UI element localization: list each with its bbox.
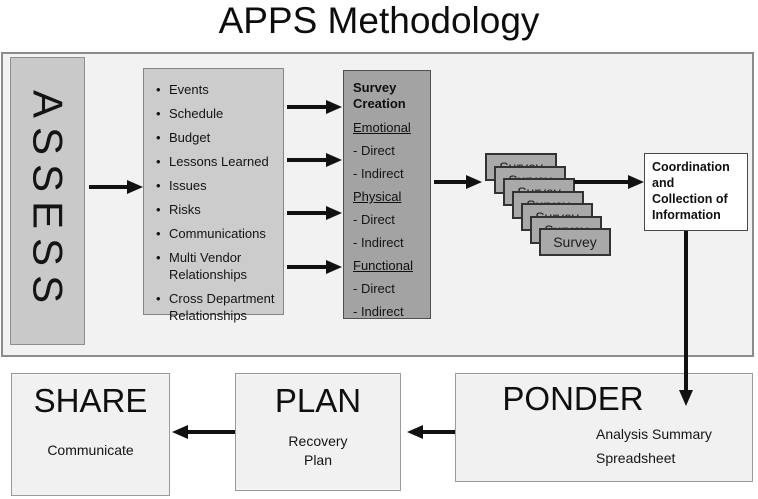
arrow-factors-to-survey-2 (287, 153, 342, 167)
assess-label: ASSESS (24, 89, 72, 313)
survey-card: Survey (539, 228, 611, 256)
survey-section-heading: Emotional (353, 120, 411, 135)
assess-box: ASSESS (10, 57, 85, 345)
survey-section-heading: Physical (353, 189, 402, 204)
arrow-right-icon (127, 180, 143, 194)
survey-stack: SurveySurveySurveySurveySurveySurveySurv… (485, 153, 615, 263)
ponder-box: PONDER Analysis Summary Spreadsheet (455, 373, 753, 482)
assessment-factors-box: EventsScheduleBudgetLessons LearnedIssue… (143, 68, 284, 323)
coordination-label: Coordination and Collection of Informati… (652, 160, 730, 222)
arrow-shaft (684, 231, 688, 390)
arrow-ponder-to-plan (407, 425, 455, 439)
share-box: SHARE Communicate (11, 373, 170, 496)
arrow-coordination-to-ponder (679, 231, 693, 406)
arrow-left-icon (172, 425, 188, 439)
arrow-down-icon (679, 390, 693, 406)
coordination-box: Coordination and Collection of Informati… (644, 153, 748, 231)
share-subtext: Communicate (47, 441, 134, 458)
arrow-right-icon (466, 175, 482, 189)
survey-section-item: - Indirect (353, 166, 404, 181)
arrow-factors-to-survey-1 (287, 100, 342, 114)
survey-section-item: - Indirect (353, 304, 404, 319)
plan-box: PLAN Recovery Plan (235, 373, 401, 491)
factor-item: Risks (156, 201, 277, 218)
arrow-shaft (287, 105, 326, 109)
arrow-shaft (423, 430, 455, 434)
survey-section-item: - Direct (353, 212, 395, 227)
share-title: SHARE (33, 382, 148, 419)
ponder-line: Spreadsheet (596, 449, 676, 466)
arrow-shaft (287, 265, 326, 269)
plan-subtext: Recovery Plan (236, 432, 400, 470)
arrow-shaft (434, 180, 466, 184)
arrow-stack-to-coordination (574, 175, 644, 189)
arrow-shaft (89, 185, 127, 189)
survey-section-item: - Indirect (353, 235, 404, 250)
arrow-right-icon (326, 153, 342, 167)
factor-item: Cross Department Relationships (156, 290, 277, 324)
survey-section-item: - Direct (353, 143, 395, 158)
arrow-right-icon (326, 100, 342, 114)
arrow-right-icon (628, 175, 644, 189)
factor-item: Communications (156, 225, 277, 242)
factor-item: Lessons Learned (156, 153, 277, 170)
arrow-right-icon (326, 260, 342, 274)
factor-item: Multi Vendor Relationships (156, 249, 277, 283)
ponder-subtext: Analysis Summary Spreadsheet (596, 426, 752, 466)
factor-item: Budget (156, 129, 277, 146)
arrow-shaft (287, 158, 326, 162)
ponder-title: PONDER (502, 380, 644, 417)
arrow-right-icon (326, 206, 342, 220)
factor-list: EventsScheduleBudgetLessons LearnedIssue… (156, 81, 277, 324)
plan-line: Plan (303, 451, 333, 468)
arrow-plan-to-share (172, 425, 235, 439)
factor-item: Issues (156, 177, 277, 194)
arrow-shaft (188, 430, 235, 434)
ponder-line: Analysis Summary (596, 425, 712, 442)
page-title: APPS Methodology (218, 0, 540, 41)
survey-creation-box: Survey Creation Emotional - Direct - Indir… (343, 70, 431, 319)
survey-creation-title: Survey Creation (353, 80, 406, 111)
factor-item: Schedule (156, 105, 277, 122)
arrow-factors-to-survey-3 (287, 206, 342, 220)
arrow-factors-to-survey-4 (287, 260, 342, 274)
arrow-shaft (287, 211, 326, 215)
arrow-shaft (574, 180, 628, 184)
arrow-left-icon (407, 425, 423, 439)
survey-section-item: - Direct (353, 281, 395, 296)
plan-line: Recovery (288, 432, 348, 449)
arrow-assess-to-factors (89, 180, 143, 194)
plan-title: PLAN (274, 382, 362, 419)
survey-section-heading: Functional (353, 258, 413, 273)
factor-item: Events (156, 81, 277, 98)
arrow-survey-creation-to-stack (434, 175, 482, 189)
